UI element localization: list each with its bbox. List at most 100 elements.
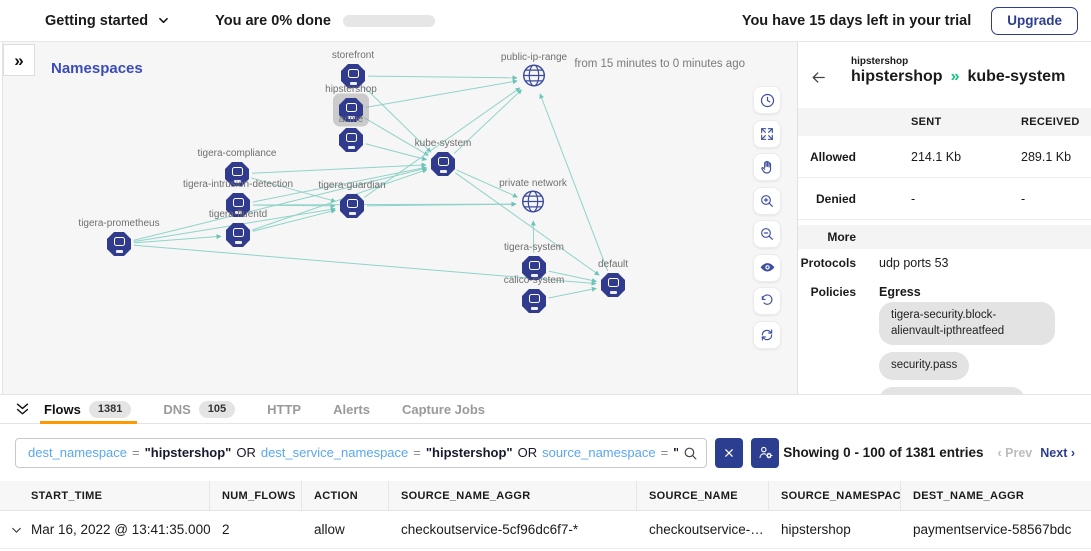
collapse-panel-button[interactable] <box>14 400 32 418</box>
graph-edge-tigera-system-private-network[interactable] <box>530 220 536 254</box>
graph-node-label-tigera-fluentd: tigera-fluentd <box>208 209 268 220</box>
graph-edge-acme-kube-system[interactable] <box>365 143 428 161</box>
policies-label: Policies <box>810 285 856 299</box>
clear-filter-button[interactable] <box>715 437 743 468</box>
column-header-start-time: START_TIME <box>0 481 210 510</box>
filter-token-value: "hipstershop" <box>425 445 513 460</box>
fit-screen-button[interactable] <box>753 119 781 148</box>
policy-tag-platform-allow-kube-dns[interactable]: platform.allow-kube-dns <box>879 386 1026 394</box>
visibility-button[interactable] <box>753 253 781 282</box>
cell-source-name-aggr: checkoutservice-5cf96dc6f7-* <box>401 522 579 537</box>
stats-col-sent: SENT <box>911 116 942 128</box>
protocols-value: udp ports 53 <box>879 256 949 270</box>
tab-alerts[interactable]: Alerts <box>317 395 386 423</box>
graph-edge-kube-system-public-ip-range[interactable] <box>453 89 523 155</box>
search-icon <box>684 447 697 459</box>
graph-node-default[interactable] <box>601 273 625 297</box>
graph-node-calico-system[interactable] <box>522 289 546 313</box>
graph-node-kube-system[interactable] <box>431 152 455 176</box>
cell-source-namespace: hipstershop <box>781 522 851 537</box>
graph-edge-tigera-compliance-kube-system[interactable] <box>251 162 427 174</box>
cell-dest-name-aggr: paymentservice-58567bdc <box>913 522 1072 537</box>
graph-edge-tigera-prometheus-tigera-fluentd[interactable] <box>133 234 222 244</box>
graph-node-tigera-fluentd[interactable] <box>226 223 250 247</box>
graph-node-tigera-prometheus[interactable] <box>107 232 131 256</box>
graph-node-tigera-compliance[interactable] <box>225 162 249 186</box>
user-gear-icon <box>758 446 773 459</box>
graph-edge-storefront-kube-system[interactable] <box>363 86 432 153</box>
pan-button[interactable] <box>753 153 781 181</box>
graph-edge-tigera-system-default[interactable] <box>548 270 597 283</box>
graph-node-tigera-intrusion-detection[interactable] <box>226 193 250 217</box>
row-expander-icon[interactable] <box>10 523 23 536</box>
policy-tag-tigera-security-block-alienvault-ipthreatfeed[interactable]: tigera-security.block-alienvault-ipthrea… <box>879 302 1055 346</box>
namespace-icon <box>522 256 546 280</box>
time-range-button[interactable] <box>753 86 781 114</box>
graph-edge-tigera-fluentd-kube-system[interactable] <box>252 168 428 231</box>
getting-started-dropdown[interactable]: Getting started <box>45 13 170 29</box>
graph-node-private-network[interactable] <box>520 189 546 220</box>
filter-token-field: dest_namespace <box>28 445 128 460</box>
namespace-icon <box>339 128 363 152</box>
zoom-in-button[interactable] <box>753 186 781 215</box>
egress-label: Egress <box>879 285 921 299</box>
graph-edge-storefront-public-ip-range[interactable] <box>367 75 518 81</box>
refresh-button[interactable] <box>753 320 781 349</box>
graph-edge-kube-system-private-network[interactable] <box>456 169 518 198</box>
user-settings-button[interactable] <box>751 437 779 468</box>
graph-edge-default-public-ip-range[interactable] <box>539 93 609 272</box>
graph-edge-tigera-fluentd-tigera-guardian[interactable] <box>252 208 337 232</box>
graph-edge-hipstershop-public-ip-range[interactable] <box>365 79 518 108</box>
namespace-icon <box>225 162 249 186</box>
cell-start-time: Mar 16, 2022 @ 13:41:35.000 <box>0 522 210 537</box>
close-icon <box>725 448 733 457</box>
graph-node-label-hipstershop: hipstershop <box>325 84 377 95</box>
upgrade-button[interactable]: Upgrade <box>991 6 1078 35</box>
graph-node-public-ip-range[interactable] <box>521 63 547 94</box>
policy-tag-security-pass[interactable]: security.pass <box>879 352 970 380</box>
undo-button[interactable] <box>753 287 781 315</box>
graph-edge-tigera-intrusion-detection-kube-system[interactable] <box>252 165 427 203</box>
expand-sidebar-button[interactable]: » <box>3 44 35 76</box>
cell-num-flows: 2 <box>222 522 230 537</box>
graph-edge-tigera-prometheus-default[interactable] <box>133 244 597 286</box>
tab-http[interactable]: HTTP <box>251 395 317 423</box>
graph-node-label-tigera-compliance: tigera-compliance <box>197 148 277 159</box>
policies-row: Policies Egress <box>798 285 1091 299</box>
graph-edge-tigera-prometheus-kube-system[interactable] <box>133 166 427 241</box>
graph-node-hipstershop[interactable] <box>339 98 363 122</box>
graph-edge-calico-system-default[interactable] <box>548 286 597 299</box>
graph-node-tigera-guardian[interactable] <box>340 194 364 218</box>
graph-node-label-private-network: private network <box>499 178 567 189</box>
graph-edge-kube-system-default[interactable] <box>454 172 600 276</box>
graph-node-storefront[interactable] <box>341 64 365 88</box>
prev-page-button[interactable]: ‹ Prev <box>997 445 1033 460</box>
graph-edge-hipstershop-kube-system[interactable] <box>363 117 429 156</box>
graph-edge-tigera-guardian-public-ip-range[interactable] <box>363 87 521 198</box>
cell-source-name: checkoutservice-… <box>649 522 764 537</box>
tab-label: Flows <box>44 401 81 417</box>
zoom-out-button[interactable] <box>753 220 781 248</box>
network-globe-icon <box>522 64 546 87</box>
namespace-icon <box>226 223 250 247</box>
tab-capture-jobs[interactable]: Capture Jobs <box>386 395 501 423</box>
graph-edge-tigera-intrusion-detection-private-network[interactable] <box>252 201 517 207</box>
graph-node-acme[interactable] <box>339 128 363 152</box>
graph-node-tigera-system[interactable] <box>522 256 546 280</box>
network-globe-icon <box>521 190 545 213</box>
graph-edge-tigera-compliance-tigera-guardian[interactable] <box>251 177 337 203</box>
column-header-action: ACTION <box>302 481 389 510</box>
next-page-button[interactable]: Next › <box>1040 445 1075 460</box>
eye-icon <box>760 263 774 272</box>
back-button[interactable] <box>810 69 827 89</box>
